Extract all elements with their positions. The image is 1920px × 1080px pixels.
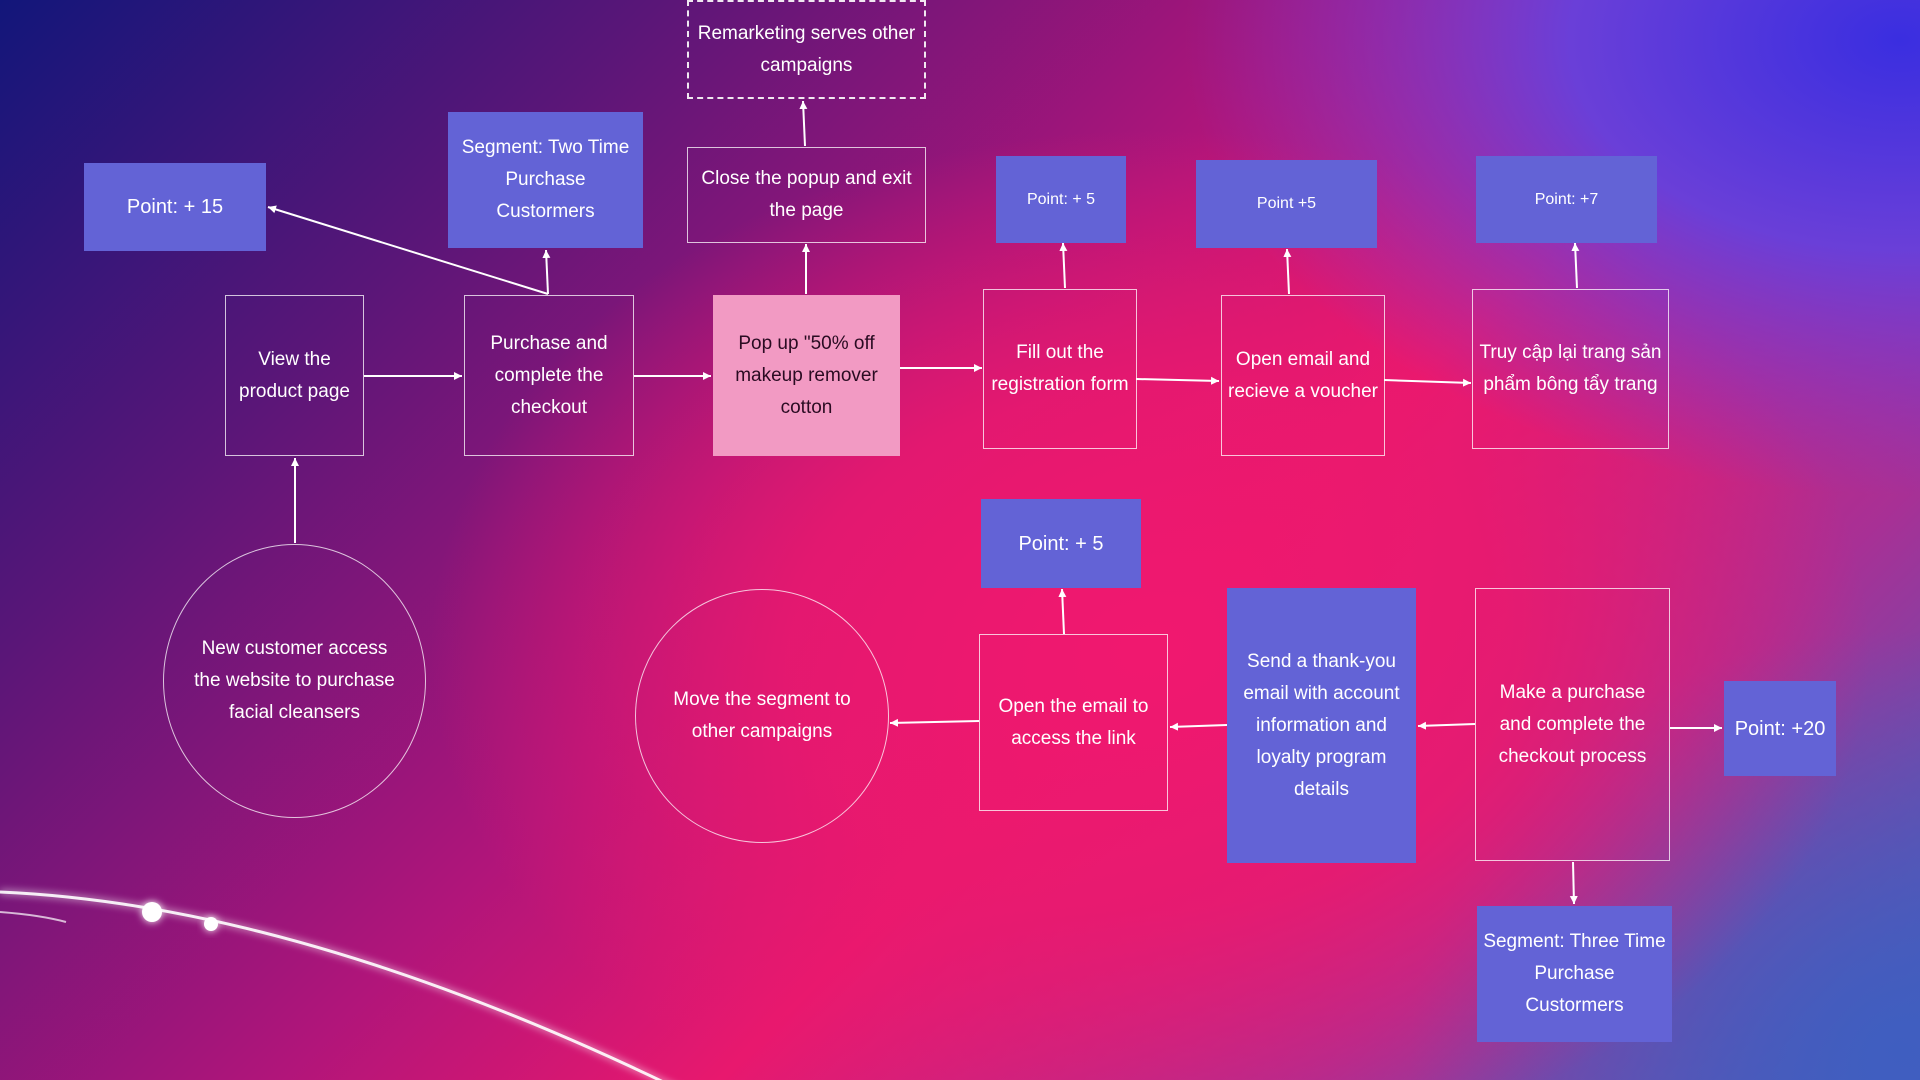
purchase-checkout-label: Purchase and complete the checkout (490, 332, 608, 418)
point-5-mid-box: Point +5 (1196, 160, 1377, 248)
segment-two-label: Segment: Two Time Purchase Custormers (461, 137, 630, 222)
point-5-top-label: Point: + 5 (1026, 190, 1096, 208)
open-email-link-box: Open the email to access the link (979, 634, 1168, 811)
open-email-voucher-box: Open email and recieve a voucher (1221, 295, 1385, 456)
point-20-box: Point: +20 (1724, 681, 1836, 776)
point-5-mid-label: Point +5 (1256, 195, 1317, 212)
fill-form-box: Fill out the registration form (983, 289, 1137, 449)
wave-dot-small (204, 917, 218, 931)
popup-offer-label: Pop up "50% off makeup remover cotton (735, 332, 878, 418)
move-segment-label: Move the segment to other campaigns (673, 689, 851, 742)
view-product-box: View the product page (225, 295, 364, 456)
segment-three-box: Segment: Three Time Purchase Custormers (1477, 906, 1672, 1042)
close-popup-box: Close the popup and exit the page (687, 147, 926, 243)
open-email-link-label: Open the email to access the link (998, 695, 1149, 749)
new-customer-circle: New customer access the website to purch… (163, 544, 426, 818)
thank-you-email-label: Send a thank-you email with account info… (1243, 650, 1400, 800)
revisit-page-label: Truy cập lại trang sản phẩm bông tẩy tra… (1479, 342, 1662, 395)
remarketing-box: Remarketing serves other campaigns (687, 0, 926, 99)
revisit-page-box: Truy cập lại trang sản phẩm bông tẩy tra… (1472, 289, 1669, 449)
point-15-box: Point: + 15 (84, 163, 266, 251)
popup-offer-box: Pop up "50% off makeup remover cotton (713, 295, 900, 456)
close-popup-label: Close the popup and exit the page (701, 168, 912, 221)
point-15-label: Point: + 15 (126, 196, 224, 218)
move-segment-circle: Move the segment to other campaigns (635, 589, 889, 843)
new-customer-label: New customer access the website to purch… (194, 638, 395, 723)
view-product-label: View the product page (239, 348, 350, 402)
point-7-box: Point: +7 (1476, 156, 1657, 243)
point-5-top-box: Point: + 5 (996, 156, 1126, 243)
make-purchase-label: Make a purchase and complete the checkou… (1498, 681, 1647, 767)
open-email-voucher-label: Open email and recieve a voucher (1228, 348, 1378, 402)
thank-you-email-box: Send a thank-you email with account info… (1227, 588, 1416, 863)
point-20-label: Point: +20 (1734, 717, 1826, 740)
point-5-low-box: Point: + 5 (981, 499, 1141, 588)
wave-dot-large (142, 902, 162, 922)
fill-form-label: Fill out the registration form (991, 342, 1129, 395)
segment-two-box: Segment: Two Time Purchase Custormers (448, 112, 643, 248)
segment-three-label: Segment: Three Time Purchase Custormers (1483, 931, 1666, 1016)
point-5-low-label: Point: + 5 (1018, 532, 1104, 555)
make-purchase-box: Make a purchase and complete the checkou… (1475, 588, 1670, 861)
point-7-label: Point: +7 (1534, 190, 1599, 208)
purchase-checkout-box: Purchase and complete the checkout (464, 295, 634, 456)
remarketing-label: Remarketing serves other campaigns (697, 22, 916, 76)
